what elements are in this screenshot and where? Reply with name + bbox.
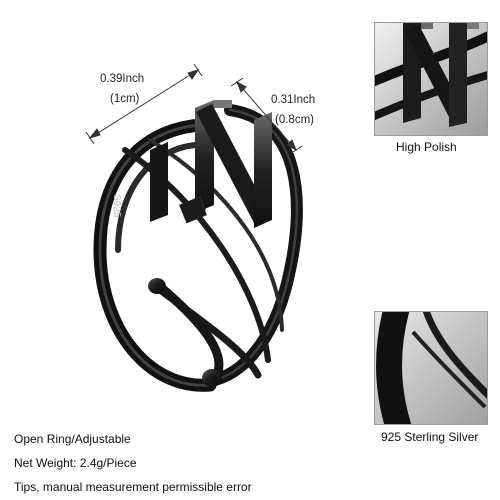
ring-open-ends [148, 278, 224, 387]
detail-thumb-high-polish [374, 22, 488, 136]
detail-thumb-sterling-silver: S925 [374, 311, 488, 425]
ring-stamp-text: S925 [111, 194, 122, 218]
detail-caption-high-polish: High Polish [396, 140, 457, 154]
spec-open-ring: Open Ring/Adjustable [14, 432, 131, 446]
spec-net-weight: Net Weight: 2.4g/Piece [14, 456, 137, 470]
width-inch-label: 0.39Inch [100, 73, 145, 85]
thumb-stamp-text: S925 [400, 354, 412, 380]
height-dimension-arrow [230, 77, 303, 155]
width-dimension-arrow [85, 63, 203, 145]
detail-caption-sterling-silver: 925 Sterling Silver [381, 430, 479, 444]
height-cm-label: (0.8cm) [275, 114, 314, 126]
spec-tips: Tips, manual measurement permissible err… [14, 480, 252, 494]
height-inch-label: 0.31Inch [271, 94, 316, 106]
s925-stamp-closeup-icon: S925 [375, 312, 487, 424]
letter-closeup-icon [375, 23, 487, 135]
letter-n [150, 100, 272, 228]
width-cm-label: (1cm) [110, 93, 140, 105]
